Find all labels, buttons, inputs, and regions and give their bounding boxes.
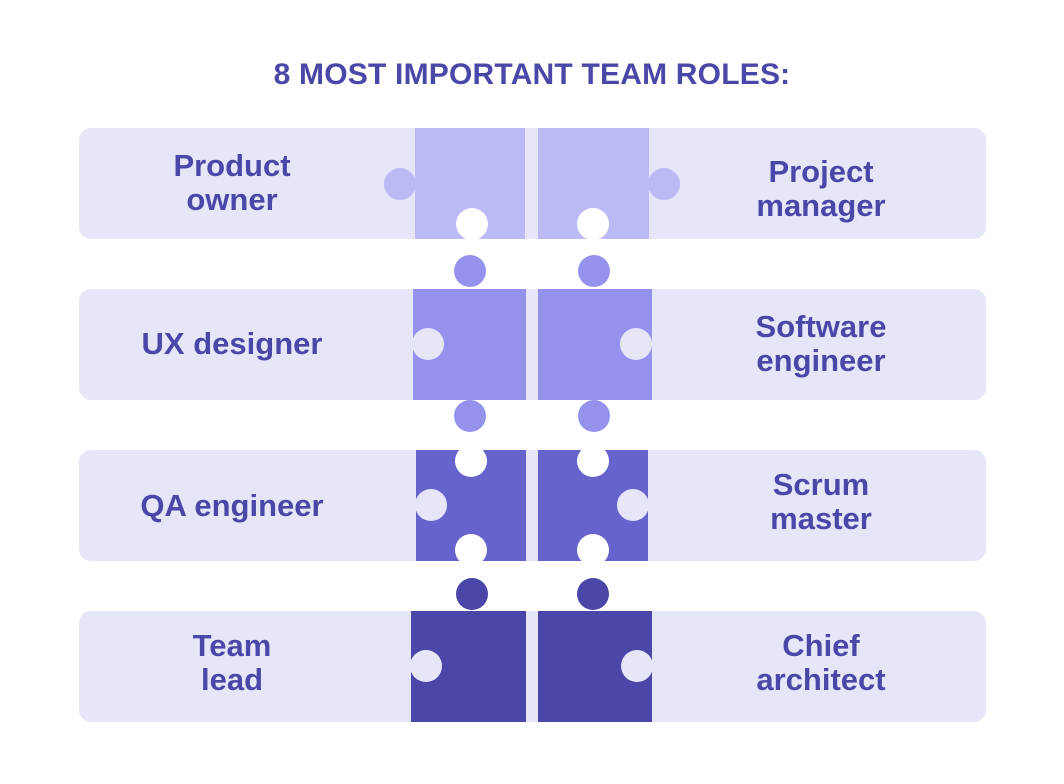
role-row-4: [79, 611, 986, 722]
role-label-qa-engineer: QA engineer: [140, 488, 324, 523]
puzzle-row-2: [413, 255, 652, 432]
role-label-software-engineer: Software engineer: [755, 309, 887, 378]
role-label-project-manager: Project manager: [756, 154, 886, 223]
puzzle-row-4: [411, 578, 652, 722]
puzzle-tab-left: [384, 168, 416, 200]
role-row-3: [79, 450, 986, 561]
puzzle-row-1-slots: [456, 208, 609, 240]
puzzle-tab-right: [648, 168, 680, 200]
role-label-scrum-master: Scrum master: [770, 467, 872, 536]
role-label-product-owner: Product owner: [173, 148, 291, 217]
puzzle-row-3: [416, 450, 648, 561]
role-row-2: [79, 289, 986, 400]
puzzle-row-1: [384, 128, 680, 239]
puzzle-row-3-slots: [415, 445, 649, 566]
role-label-team-lead: Team lead: [192, 628, 272, 697]
puzzle-row-4-slots: [410, 650, 653, 682]
diagram-title: 8 MOST IMPORTANT TEAM ROLES:: [273, 58, 791, 91]
puzzle-row-2-slots: [412, 328, 652, 360]
role-row-1: [79, 128, 986, 239]
role-label-ux-designer: UX designer: [141, 326, 323, 361]
role-label-chief-architect: Chief architect: [756, 628, 886, 697]
